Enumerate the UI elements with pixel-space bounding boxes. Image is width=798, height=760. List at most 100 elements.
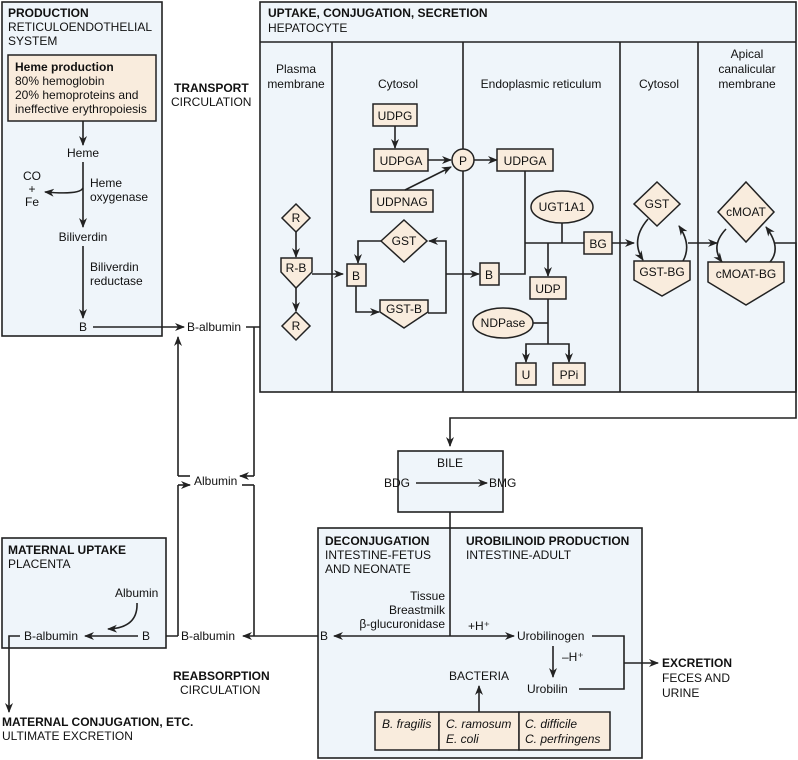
hepatocyte-panel: UPTAKE, CONJUGATION, SECRETION HEPATOCYT… [259, 1, 797, 393]
ugt1a1-label: UGT1A1 [539, 200, 586, 214]
r-b-label: R-B [286, 261, 307, 275]
urobilin-label: Urobilin [527, 682, 568, 696]
col-cytosol: Cytosol [378, 77, 418, 91]
production-subtitle: RETICULOENDOTHELIAL [8, 20, 152, 34]
maternal-uptake-subtitle: PLACENTA [8, 557, 70, 571]
gst-bg-label: GST-BG [639, 265, 684, 279]
tissue-label: Tissue [410, 589, 445, 603]
biliverdin-reductase-label-2: reductase [90, 274, 143, 288]
b-er-label: B [485, 268, 493, 282]
udpg-label: UDPG [378, 109, 413, 123]
bmg-label: BMG [489, 476, 516, 490]
deconjugation-b: B [320, 629, 328, 643]
arrow-to-maternal-conjugation [5, 635, 20, 713]
heme-production-line-1: 80% hemoglobin [15, 74, 104, 88]
heme-production-title: Heme production [15, 60, 114, 74]
breastmilk-label: Breastmilk [389, 603, 446, 617]
minus-h-label: –H⁺ [562, 650, 584, 664]
arrow-to-co-fe [44, 187, 84, 197]
bacteria-e-coli: E. coli [446, 732, 479, 746]
b-cytosol-label: B [352, 269, 360, 283]
gst-cytosol-node [379, 218, 429, 264]
bacteria-label: BACTERIA [449, 669, 509, 683]
gst-cytosol2-label: GST [645, 197, 670, 211]
gst-b-label: GST-B [386, 302, 422, 316]
ppi-node [552, 362, 586, 386]
bg-label: BG [589, 237, 606, 251]
arrow-secretion-to-bile [446, 242, 797, 447]
heme-production-line-2: 20% hemoproteins and [15, 88, 138, 102]
biliverdin-reductase-label: Biliverdin [90, 260, 139, 274]
cmoat-bg-node [707, 261, 785, 306]
co-label: CO [23, 169, 41, 183]
udpnag-node [370, 189, 434, 213]
col-cytosol-2: Cytosol [639, 77, 679, 91]
r-bottom-node [280, 310, 312, 342]
maternal-conjugation-subtitle: ULTIMATE EXCRETION [2, 729, 133, 743]
maternal-albumin-label: Albumin [115, 586, 158, 600]
bacteria-table: B. fragilis C. ramosum E. coli C. diffic… [374, 711, 611, 751]
ndpase-label: NDPase [481, 316, 526, 330]
maternal-b-label: B [142, 629, 150, 643]
u-label: U [522, 368, 531, 382]
glucuronidase-label: β-glucuronidase [359, 617, 445, 631]
col-plasma-membrane-2: membrane [267, 77, 325, 91]
r-b-node [280, 257, 313, 290]
deconjugation-title: DECONJUGATION [325, 534, 429, 548]
heme-oxygenase-label: Heme [90, 176, 122, 190]
maternal-uptake-title: MATERNAL UPTAKE [8, 543, 126, 557]
transport-b-albumin: B-albumin [187, 320, 241, 334]
r-bottom-label: R [292, 319, 301, 333]
cmoat-label: cMOAT [726, 205, 766, 219]
urobilinogen-label: Urobilinogen [517, 629, 584, 643]
gst-cytosol2-node [632, 180, 682, 228]
gst-b-node [379, 299, 429, 329]
bacteria-c-difficile: C. difficile [525, 717, 577, 731]
col-apical: Apical [731, 47, 764, 61]
hepatocyte-title: UPTAKE, CONJUGATION, SECRETION [268, 6, 488, 20]
bile-title: BILE [437, 456, 463, 470]
u-node [515, 362, 537, 386]
bacteria-b-fragilis: B. fragilis [382, 717, 431, 731]
b-er-node [479, 262, 500, 286]
production-title: PRODUCTION [8, 6, 89, 20]
col-endoplasmic-reticulum: Endoplasmic reticulum [481, 77, 602, 91]
hepatocyte-subtitle: HEPATOCYTE [268, 21, 347, 35]
urobilinoid-subtitle: INTESTINE-ADULT [466, 548, 572, 562]
excretion-subtitle: FECES AND [662, 671, 730, 685]
col-apical-2: canalicular [718, 62, 775, 76]
cmoat-bg-label: cMOAT-BG [716, 267, 776, 281]
biliverdin-label: Biliverdin [59, 230, 108, 244]
bacteria-c-ramosum: C. ramosum [446, 717, 511, 731]
excretion-subtitle-2: URINE [662, 686, 699, 700]
deconjugation-subtitle-2: AND NEONATE [325, 562, 411, 576]
heme-production-box [7, 54, 157, 122]
gst-bg-node [633, 260, 691, 297]
deconjugation-subtitle: INTESTINE-FETUS [325, 548, 431, 562]
udpga-er-label: UDPGA [504, 154, 547, 168]
production-panel: PRODUCTION RETICULOENDOTHELIAL SYSTEM He… [1, 1, 163, 337]
col-apical-3: membrane [718, 77, 776, 91]
excretion-title: EXCRETION [662, 656, 732, 670]
heme-oxygenase-label-2: oxygenase [90, 190, 148, 204]
production-subtitle-2: SYSTEM [8, 34, 57, 48]
bacteria-c-perfringens: C. perfringens [525, 732, 600, 746]
fe-label: Fe [25, 195, 39, 209]
bile-box: BILE BDG BMG [384, 450, 516, 513]
transport-albumin: Albumin [194, 474, 237, 488]
maternal-conjugation-title: MATERNAL CONJUGATION, ETC. [2, 715, 193, 729]
reabsorption-b-albumin: B-albumin [181, 629, 235, 643]
ppi-label: PPi [560, 368, 579, 382]
gst-cytosol-label: GST [392, 234, 417, 248]
maternal-uptake-panel: MATERNAL UPTAKE PLACENTA Albumin B B-alb… [1, 537, 167, 649]
reabsorption-title: REABSORPTION [173, 669, 270, 683]
col-plasma-membrane: Plasma [276, 62, 316, 76]
r-top-label: R [292, 211, 301, 225]
udpga-cytosol-label: UDPGA [380, 154, 423, 168]
heme-production-line-3: ineffective erythropoiesis [15, 102, 147, 116]
maternal-b-albumin-label: B-albumin [24, 629, 78, 643]
intestine-panel: DECONJUGATION INTESTINE-FETUS AND NEONAT… [317, 512, 643, 759]
transport-subtitle: CIRCULATION [171, 95, 251, 109]
reabsorption-subtitle: CIRCULATION [180, 683, 260, 697]
